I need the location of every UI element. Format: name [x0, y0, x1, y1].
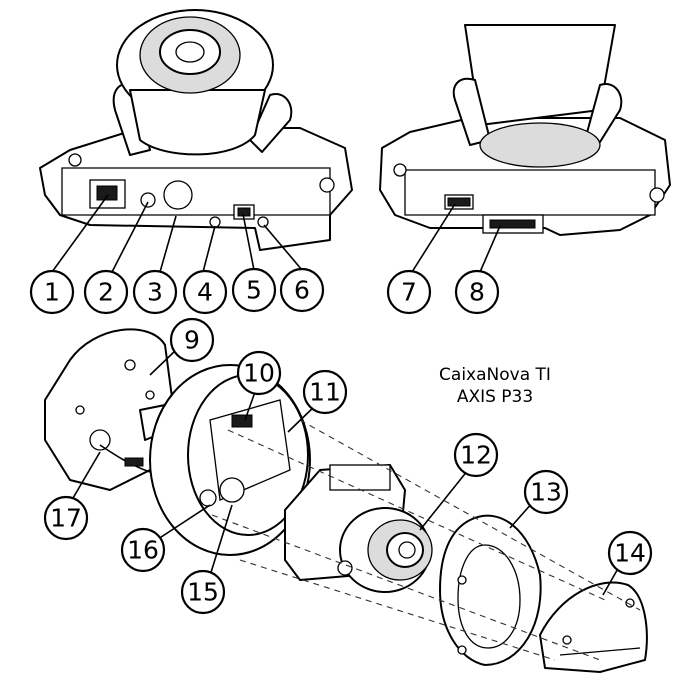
callout-11: 11 [302, 369, 348, 415]
callout-4-label: 4 [197, 278, 213, 307]
caption-line-2: AXIS P33 [456, 387, 534, 407]
callout-6: 6 [279, 267, 325, 313]
callout-1-label: 1 [44, 278, 60, 307]
callout-11-label: 11 [309, 378, 341, 407]
callout-5-label: 5 [246, 276, 262, 305]
callout-1: 1 [29, 269, 75, 315]
callout-9-label: 9 [184, 326, 200, 355]
callout-13: 13 [523, 469, 569, 515]
callout-10-label: 10 [243, 359, 275, 388]
callout-7: 7 [386, 269, 432, 315]
callout-16-label: 16 [127, 536, 159, 565]
callout-4: 4 [182, 269, 228, 315]
callout-17: 17 [43, 495, 89, 541]
callout-12: 12 [453, 432, 499, 478]
leader-lines [51, 194, 621, 596]
camera-front-view [39, 9, 353, 251]
callout-3: 3 [132, 269, 178, 315]
callout-15: 15 [180, 569, 226, 615]
callout-8-label: 8 [469, 278, 485, 307]
callout-7-label: 7 [401, 278, 417, 307]
callout-15-label: 15 [187, 578, 219, 607]
callout-8: 8 [454, 269, 500, 315]
camera-rear-view [379, 24, 671, 236]
caption-line-1: CaixaNova TI [439, 365, 551, 385]
callout-2: 2 [83, 269, 129, 315]
callout-5: 5 [231, 267, 277, 313]
callout-16: 16 [120, 527, 166, 573]
callout-3-label: 3 [147, 278, 163, 307]
callout-10: 10 [236, 350, 282, 396]
callout-6-label: 6 [294, 276, 310, 305]
callout-2-label: 2 [98, 278, 114, 307]
callout-14: 14 [607, 530, 653, 576]
callout-12-label: 12 [460, 441, 492, 470]
exploded-view [44, 328, 648, 673]
callout-14-label: 14 [614, 539, 646, 568]
callout-13-label: 13 [530, 478, 562, 507]
callout-17-label: 17 [50, 504, 82, 533]
diagram-caption: CaixaNova TI AXIS P33 [395, 364, 595, 408]
callout-9: 9 [169, 317, 215, 363]
